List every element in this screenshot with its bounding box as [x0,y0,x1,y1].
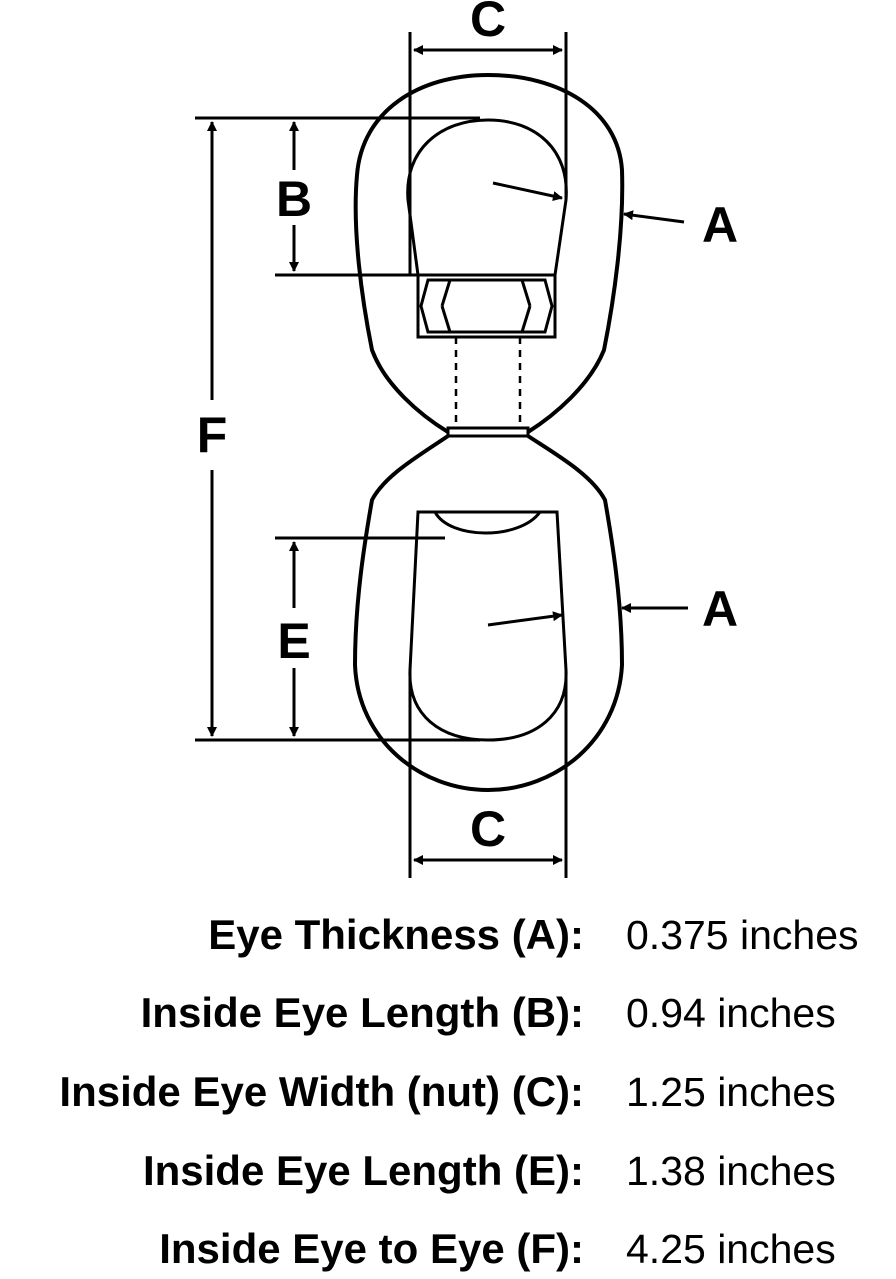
swivel-ring-arc [433,511,542,535]
spec-row-eye-to-eye: Inside Eye to Eye (F): 4.25 inches [0,1219,896,1279]
spec-value: 0.375 inches [626,912,859,958]
spec-value: 1.25 inches [626,1069,836,1115]
hex-nut [419,278,554,334]
spec-label: Inside Eye Width (nut) (C): [59,1068,584,1115]
label-a-bottom: A [702,581,738,637]
spec-label: Inside Eye Length (B): [140,989,584,1036]
spec-row-eye-thickness: Eye Thickness (A): 0.375 inches [0,905,896,965]
swivel-joint [446,426,530,438]
spec-row-inside-eye-width: Inside Eye Width (nut) (C): 1.25 inches [0,1062,896,1122]
label-c-bottom: C [470,801,506,857]
spec-value: 1.38 inches [626,1148,836,1194]
label-b: B [276,171,312,227]
label-c-top: C [470,0,506,47]
upper-eye-outline [353,73,625,434]
spec-label: Eye Thickness (A): [208,911,584,958]
spec-label: Inside Eye to Eye (F): [159,1225,584,1272]
lower-eye-outline [353,434,624,792]
spec-row-inside-eye-length-e: Inside Eye Length (E): 1.38 inches [0,1141,896,1201]
spec-value: 0.94 inches [626,990,836,1036]
label-f: F [197,407,228,463]
lower-eye-opening [408,510,568,742]
spec-value: 4.25 inches [626,1226,836,1272]
spec-row-inside-eye-length-b: Inside Eye Length (B): 0.94 inches [0,983,896,1043]
dim-a-top-arrow-outer [623,210,685,224]
nut-housing [416,273,557,339]
spec-label: Inside Eye Length (E): [142,1147,584,1194]
label-e: E [277,613,310,669]
upper-eye-opening [406,118,568,276]
swivel-diagram: C C B E F A A [195,0,738,878]
dim-a-bottom-arrow-inner [487,611,563,627]
label-a-top: A [702,197,738,253]
dim-a-top-arrow-inner [492,181,563,201]
